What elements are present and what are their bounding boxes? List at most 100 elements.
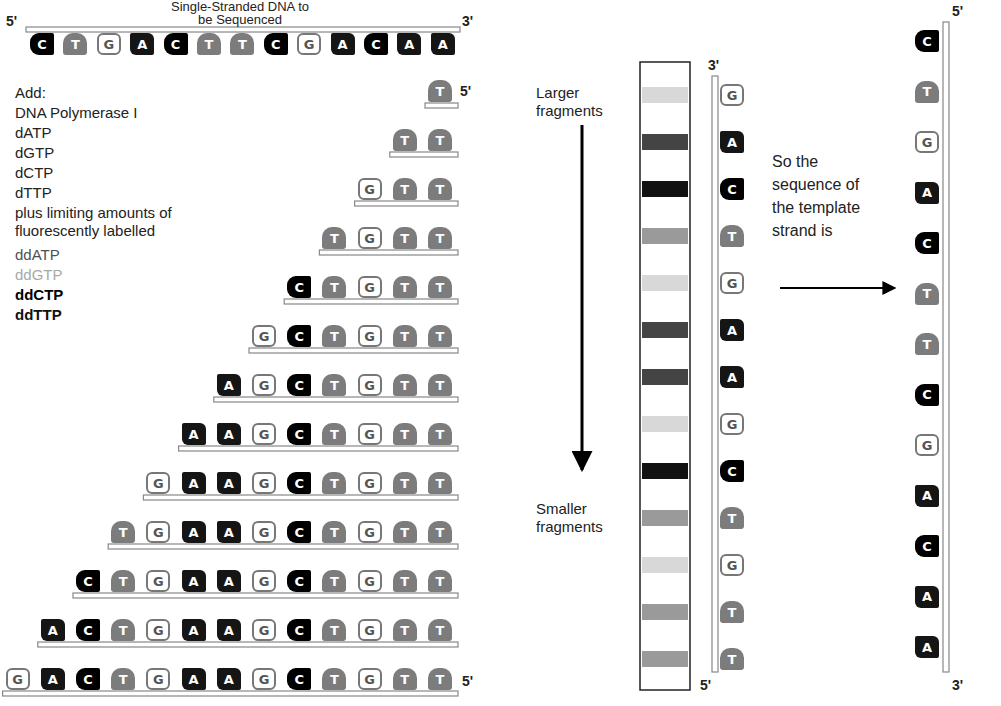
gel-band [642,651,688,667]
dna-backbones [3,22,949,696]
base-tile: G [297,33,321,55]
base-tile: T [393,521,417,543]
base-tile: G [358,619,382,641]
base-letter: A [438,38,448,51]
base-tile: C [287,668,311,690]
base-letter: C [294,379,304,392]
base-letter: C [294,428,304,441]
base-letter: T [728,606,737,619]
base-letter: T [330,379,339,392]
base-letter: G [922,439,933,452]
base-tile: G [252,472,276,494]
base-tile: G [252,374,276,396]
base-letter: A [224,526,234,539]
gel-label: Larger fragments [536,84,628,120]
base-letter: T [400,575,409,588]
base-tile: A [720,366,744,388]
base-letter: T [400,673,409,686]
base-letter: G [364,624,375,637]
base-tile: C [164,33,188,55]
explanation-label: So the sequence of the template strand i… [772,150,872,242]
base-tile: T [915,333,939,355]
base-letter: T [400,232,409,245]
gel-band [642,557,688,573]
base-letter: G [259,379,270,392]
base-tile: T [322,521,346,543]
base-tile: T [720,507,744,529]
base-tile: C [76,619,100,641]
base-letter: G [259,575,270,588]
base-letter: A [224,575,234,588]
result-arrow [780,287,895,289]
heading-label: Single-Stranded DNA to be Sequenced [165,0,315,26]
base-letter: G [922,136,933,149]
base-letter: C [271,38,281,51]
template-backbone [26,27,460,32]
end-label: 5' [952,2,963,20]
base-tile: A [217,374,241,396]
base-tile: T [428,668,452,690]
base-letter: T [119,526,128,539]
base-tile: T [322,472,346,494]
base-letter: G [153,526,164,539]
base-letter: C [294,477,304,490]
base-letter: T [400,428,409,441]
base-tile: T [393,129,417,151]
base-tile: T [393,325,417,347]
gel-band [642,416,688,432]
base-tile: A [41,668,65,690]
base-tile: C [287,619,311,641]
base-letter: A [224,624,234,637]
fragment-backbone [214,397,458,402]
base-letter: T [436,183,445,196]
terminator-label: ddTTP [15,306,62,324]
base-letter: T [330,575,339,588]
base-tile: T [111,619,135,641]
base-tile: T [393,423,417,445]
base-letter: A [224,379,234,392]
reagent-label: dGTP [15,144,54,162]
base-letter: G [259,428,270,441]
base-tile: G [915,434,939,456]
gel-band [642,604,688,620]
reagent-note: plus limiting amounts of fluorescently l… [15,204,210,240]
base-tile: G [720,554,744,576]
base-tile: T [322,276,346,298]
base-letter: C [727,465,737,478]
terminator-label: ddGTP [15,266,63,284]
base-letter: C [294,575,304,588]
base-tile: C [287,570,311,592]
base-tile: T [197,33,221,55]
base-letter: T [400,526,409,539]
base-tile: C [720,178,744,200]
base-tile: T [393,570,417,592]
base-letter: C [83,624,93,637]
base-tile: A [182,668,206,690]
reagent-label: dCTP [15,164,53,182]
base-tile: G [720,84,744,106]
base-letter: A [727,324,737,337]
base-letter: A [727,136,737,149]
gel-band [642,134,688,150]
base-letter: T [436,526,445,539]
base-letter: A [404,38,414,51]
base-tile: T [720,225,744,247]
base-tile: G [358,227,382,249]
base-letter: T [436,624,445,637]
base-letter: G [727,418,738,431]
base-letter: G [259,477,270,490]
base-letter: C [171,38,181,51]
base-letter: T [728,512,737,525]
base-tile: G [252,619,276,641]
base-letter: A [189,624,199,637]
base-letter: C [294,330,304,343]
base-letter: G [153,673,164,686]
base-tile: A [182,570,206,592]
base-letter: A [48,624,58,637]
base-tile: T [63,33,87,55]
base-tile: T [111,521,135,543]
base-letter: T [400,477,409,490]
reagent-label: dATP [15,124,51,142]
